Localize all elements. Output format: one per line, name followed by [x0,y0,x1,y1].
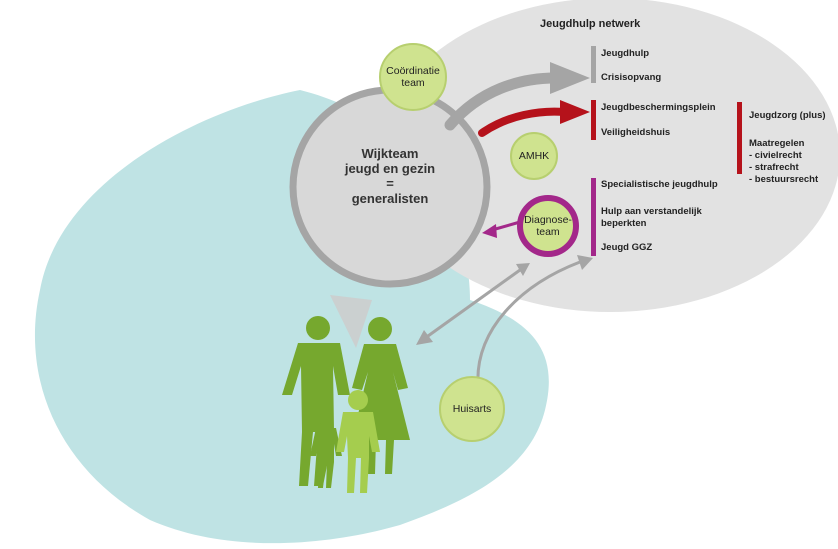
arrow-to-jeugdbescherming-head [560,100,590,124]
coordinatie-node [379,43,447,111]
arrow-huisarts-network-head [577,255,593,270]
diagnose-line2: team [536,226,560,238]
bar-specialistisch [591,178,596,256]
huisarts-node [439,376,505,442]
coordinatie-line1: Coördinatie [386,65,440,77]
label-veiligheidshuis: Veiligheidshuis [601,127,671,138]
label-jeugdhulp: Jeugdhulp [601,48,650,59]
diagnose-label: Diagnose- team [518,214,578,238]
maatregel-strafrecht: - strafrecht [749,162,799,173]
wijkteam-label: Wijkteam jeugd en gezin = generalisten [330,146,450,206]
arrow-to-jeugdhulp-head [550,62,590,94]
label-hulp-line2: beperkten [601,218,647,229]
coordinatie-label: Coördinatie team [378,65,448,89]
arrow-from-diagnose-head [482,224,497,238]
bar-jeugdhulp [591,46,596,83]
arrow-network-family [427,268,521,338]
amhk-node [510,132,558,180]
arrow-from-diagnose [491,220,521,232]
label-maatregelen: Maatregelen - civielrecht - strafrecht -… [749,138,818,186]
label-specialistische-jeugdhulp: Specialistische jeugdhulp [601,179,718,190]
bar-jeugdzorg [737,102,742,174]
arrow-to-jeugdbescherming [478,107,569,137]
maatregel-bestuursrecht: - bestuursrecht [749,174,819,185]
coordinatie-line2: team [401,77,425,89]
diagnose-line1: Diagnose- [524,214,572,226]
wijkteam-funnel [330,295,372,348]
label-crisisopvang: Crisisopvang [601,72,662,83]
huisarts-label: Huisarts [452,403,492,415]
label-jeugdbeschermingsplein: Jeugdbeschermingsplein [601,102,716,113]
amhk-label: AMHK [518,150,550,162]
arrow-network-family-head-a [416,330,433,345]
label-jeugdzorg: Jeugdzorg (plus) [749,110,826,121]
maatregelen-title: Maatregelen [749,138,805,149]
arrow-network-family-head-b [516,263,530,276]
wijkteam-line1: Wijkteam [361,146,419,161]
maatregel-civielrecht: - civielrecht [749,150,802,161]
wijkteam-line2: jeugd en gezin [344,161,436,176]
family-icon [282,316,410,493]
label-hulp-verstandelijk: Hulp aan verstandelijk beperkten [601,206,702,230]
bar-jeugdbescherming [591,100,596,140]
wijkteam-line4: generalisten [351,191,429,206]
label-hulp-line1: Hulp aan verstandelijk [601,206,702,217]
diagnose-node [517,195,579,257]
network-title: Jeugdhulp netwerk [540,18,641,30]
label-jeugd-ggz: Jeugd GGZ [601,242,653,253]
arrow-huisarts-network [476,260,581,386]
wijkteam-line3: = [386,176,394,191]
arrow-to-jeugdhulp [444,72,561,131]
